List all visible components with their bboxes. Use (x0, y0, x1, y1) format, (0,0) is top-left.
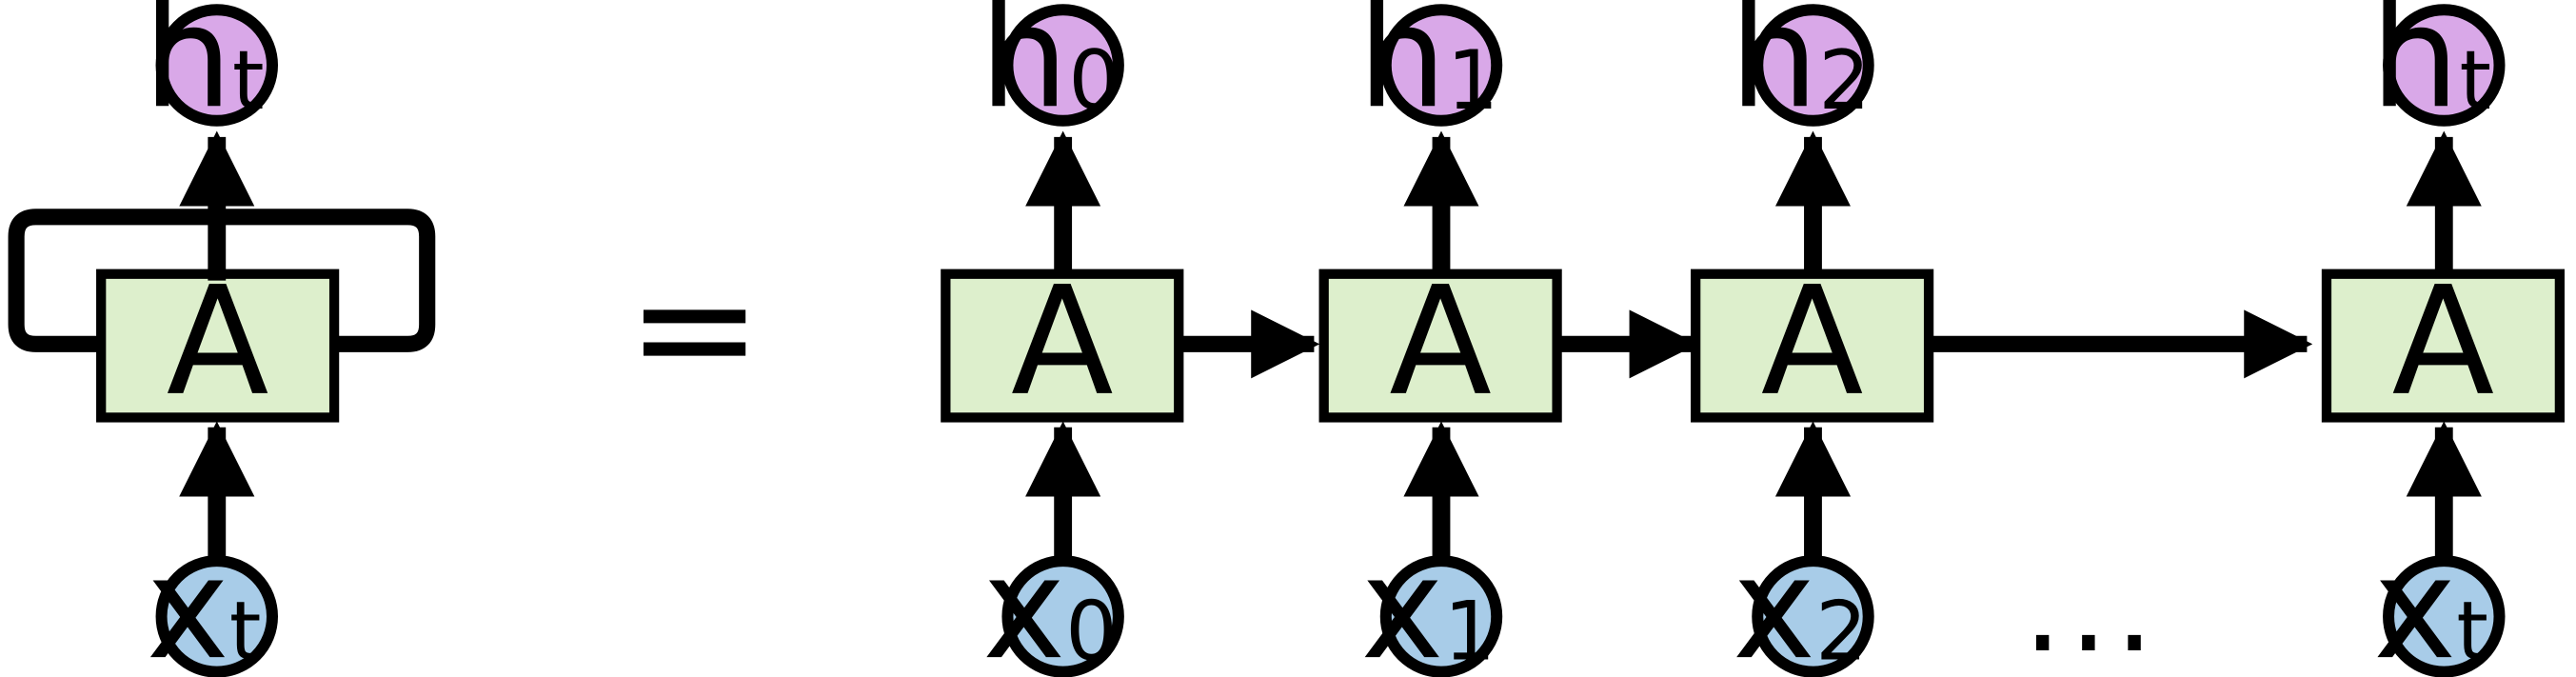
folded-cell-box (96, 269, 340, 423)
cell-2-hidden-state-label: h2 (1730, 0, 1871, 139)
cell-t-input-label: xt (2373, 527, 2488, 677)
cell-0-input-label: x0 (982, 527, 1118, 677)
cell-1-input-label: x1 (1360, 527, 1496, 677)
folded-rnn: A ht xt (8, 0, 436, 677)
unrolled-cell-2: h2 A x2 (1691, 0, 1934, 677)
unrolled-cell-1: h1 A x1 (1318, 0, 1562, 677)
cell-0-hidden-state-label: h0 (980, 0, 1120, 139)
cell-0-hidden-state-circle (1001, 4, 1124, 127)
cell-t-label: A (2392, 255, 2495, 429)
folded-hidden-state-label: ht (144, 0, 265, 139)
cell-1-label: A (1389, 255, 1492, 429)
folded-hidden-state-circle (155, 4, 279, 127)
cell-t-box (2321, 269, 2566, 423)
cell-2-input-circle (1752, 555, 1874, 677)
cell-2-hidden-state-circle (1752, 4, 1874, 127)
ellipsis-label: ... (2023, 535, 2161, 677)
equals-sign: = (626, 233, 763, 423)
cell-0-input-circle (1001, 555, 1124, 677)
cell-1-input-circle (1379, 555, 1503, 677)
folded-input-label: xt (147, 527, 262, 677)
unrolled-cell-t: ht A xt (2321, 0, 2566, 677)
cell-2-label: A (1761, 255, 1864, 429)
cell-t-hidden-state-label: ht (2370, 0, 2491, 139)
cell-t-hidden-state-circle (2383, 4, 2506, 127)
cell-0-label: A (1011, 255, 1114, 429)
cell-1-hidden-state-circle (1379, 4, 1503, 127)
cell-2-input-label: x2 (1733, 527, 1868, 677)
folded-cell-label: A (167, 255, 269, 429)
cell-1-hidden-state-label: h1 (1357, 0, 1498, 139)
unrolled-rnn: h0 A x0 h1 A (941, 0, 2566, 677)
folded-input-circle (155, 555, 278, 677)
cell-t-input-circle (2383, 555, 2506, 677)
